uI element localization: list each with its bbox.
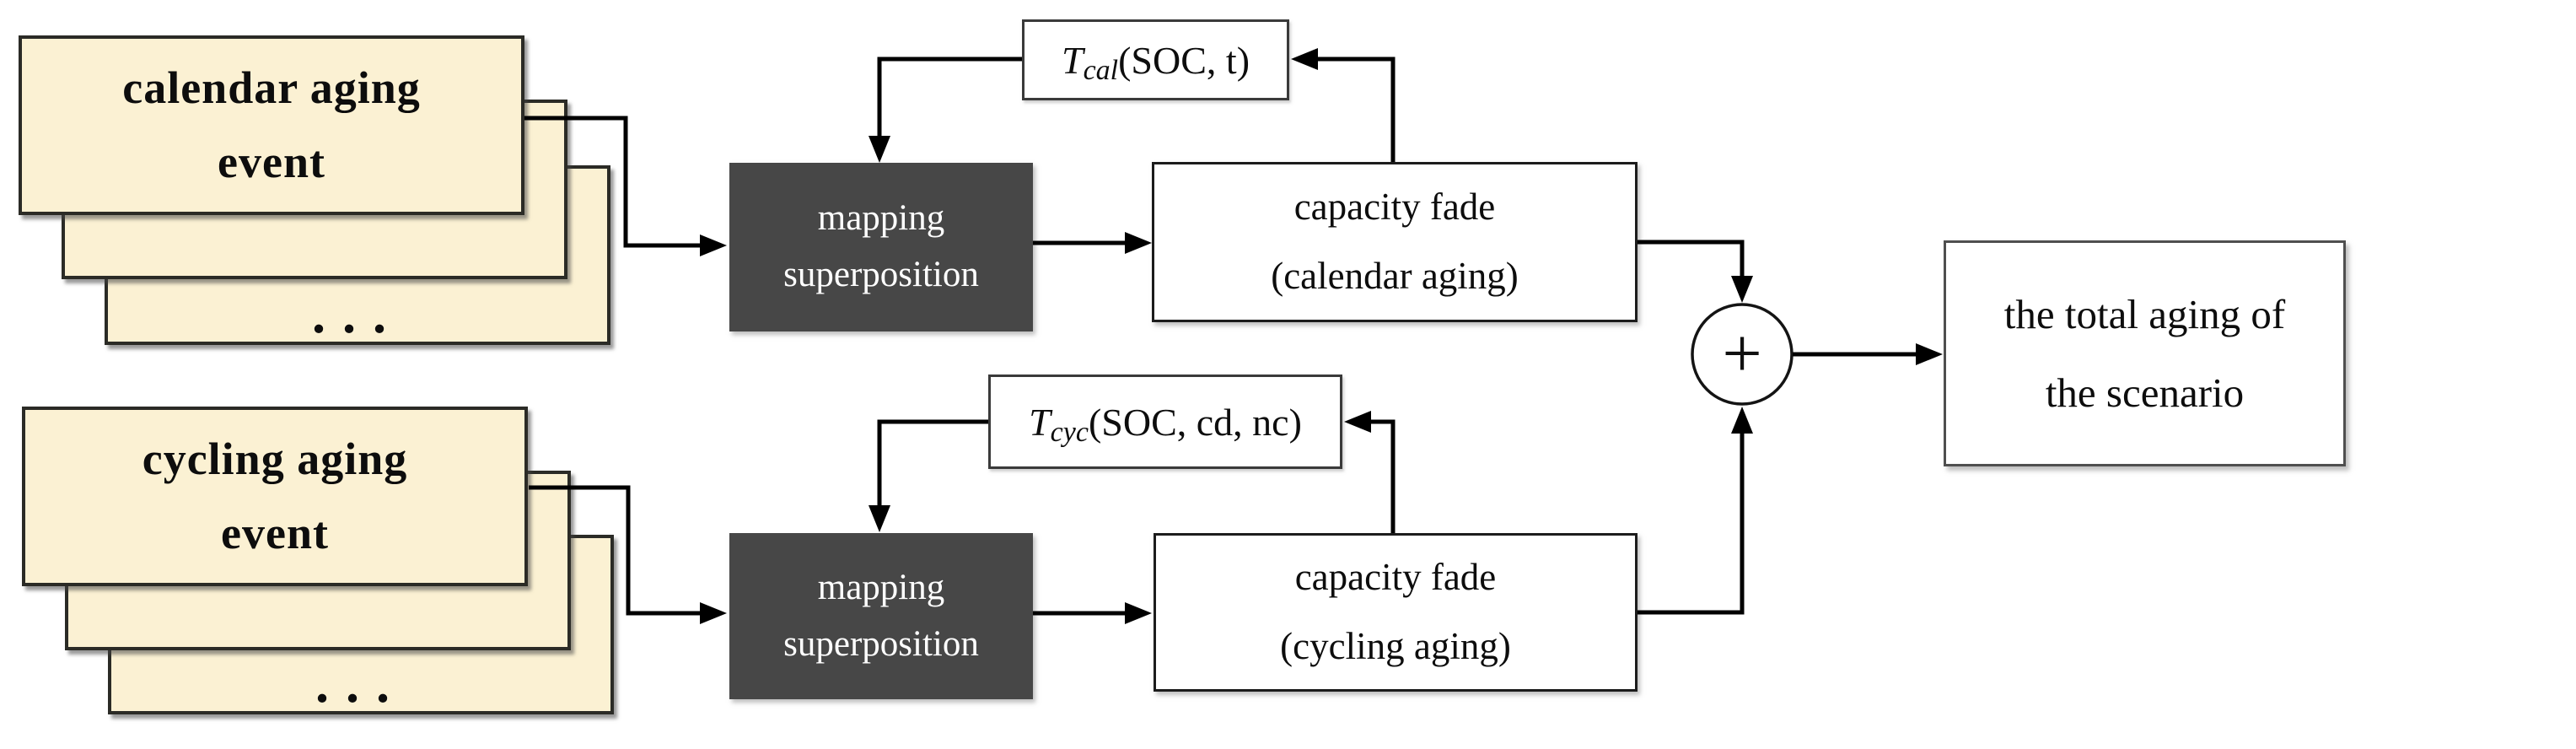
fade-calendar-line2: (calendar aging) bbox=[1271, 255, 1519, 297]
arrowhead-cycling-stack-to-mapping bbox=[700, 602, 727, 624]
arrowhead-calendar-stack-to-mapping bbox=[700, 234, 727, 256]
cycling-ellipsis-indicator: ... bbox=[315, 654, 406, 714]
tcal-subscript: cal bbox=[1083, 55, 1119, 86]
mapping-cycling-line2: superposition bbox=[783, 623, 979, 664]
sum-plus-symbol: + bbox=[1722, 315, 1762, 393]
calendar-event-label-line1: calendar aging bbox=[122, 62, 421, 114]
capacity-fade-calendar-box: capacity fade (calendar aging) bbox=[1152, 162, 1638, 322]
total-aging-box: the total aging of the scenario bbox=[1944, 240, 2346, 466]
arrowhead-fade-cycling-to-tcyc bbox=[1344, 411, 1371, 433]
arrow-fade-calendar-to-sum bbox=[1638, 240, 1745, 278]
arrow-tcal-to-mapping bbox=[877, 57, 1022, 137]
total-aging-line1: the total aging of bbox=[2003, 290, 2286, 337]
cycling-stacked-card-front: cycling aging event bbox=[22, 407, 528, 586]
cycling-event-label-line2: event bbox=[221, 507, 329, 558]
mapping-cycling-line1: mapping bbox=[817, 567, 945, 607]
mapping-superposition-box-calendar: mapping superposition bbox=[729, 163, 1033, 331]
arrowhead-tcyc-to-mapping bbox=[869, 505, 890, 532]
arrowhead-mapping-to-fade-calendar bbox=[1125, 232, 1152, 254]
fade-cycling-line2: (cycling aging) bbox=[1280, 625, 1511, 667]
tcal-symbol: T bbox=[1061, 38, 1084, 82]
calendar-event-label-line2: event bbox=[218, 136, 325, 187]
arrow-fade-cycling-to-sum bbox=[1638, 433, 1745, 615]
calendar-stacked-card-front: calendar aging event bbox=[19, 35, 524, 215]
arrowhead-sum-to-total bbox=[1916, 343, 1943, 365]
cycling-event-label: cycling aging event bbox=[25, 410, 524, 583]
tcyc-symbol: T bbox=[1029, 400, 1051, 444]
calendar-ellipsis-indicator: ... bbox=[312, 284, 403, 344]
arrowhead-fade-calendar-to-tcal bbox=[1291, 48, 1318, 70]
tcyc-subscript: cyc bbox=[1050, 417, 1089, 448]
calendar-event-label: calendar aging event bbox=[22, 39, 521, 212]
fade-cycling-line1: capacity fade bbox=[1294, 556, 1497, 599]
cycling-event-label-line1: cycling aging bbox=[142, 434, 408, 485]
arrowhead-tcal-to-mapping bbox=[869, 136, 890, 163]
arrow-fade-calendar-to-tcal bbox=[1316, 57, 1396, 162]
fade-calendar-line1: capacity fade bbox=[1293, 186, 1496, 229]
arrowhead-fade-calendar-to-sum bbox=[1731, 276, 1753, 303]
tcyc-arguments: (SOC, cd, nc) bbox=[1088, 400, 1302, 444]
arrow-tcyc-to-mapping bbox=[877, 419, 988, 507]
arrowhead-mapping-to-fade-cycling bbox=[1125, 602, 1152, 624]
total-aging-line2: the scenario bbox=[2045, 369, 2245, 416]
mapping-superposition-box-cycling: mapping superposition bbox=[729, 533, 1033, 699]
tcal-arguments: (SOC, t) bbox=[1118, 38, 1250, 82]
mapping-calendar-line2: superposition bbox=[783, 255, 979, 294]
arrowhead-fade-cycling-to-sum bbox=[1731, 407, 1753, 434]
arrow-fade-cycling-to-tcyc bbox=[1369, 419, 1396, 533]
capacity-fade-cycling-box: capacity fade (cycling aging) bbox=[1154, 533, 1638, 692]
mapping-calendar-line1: mapping bbox=[817, 198, 945, 239]
